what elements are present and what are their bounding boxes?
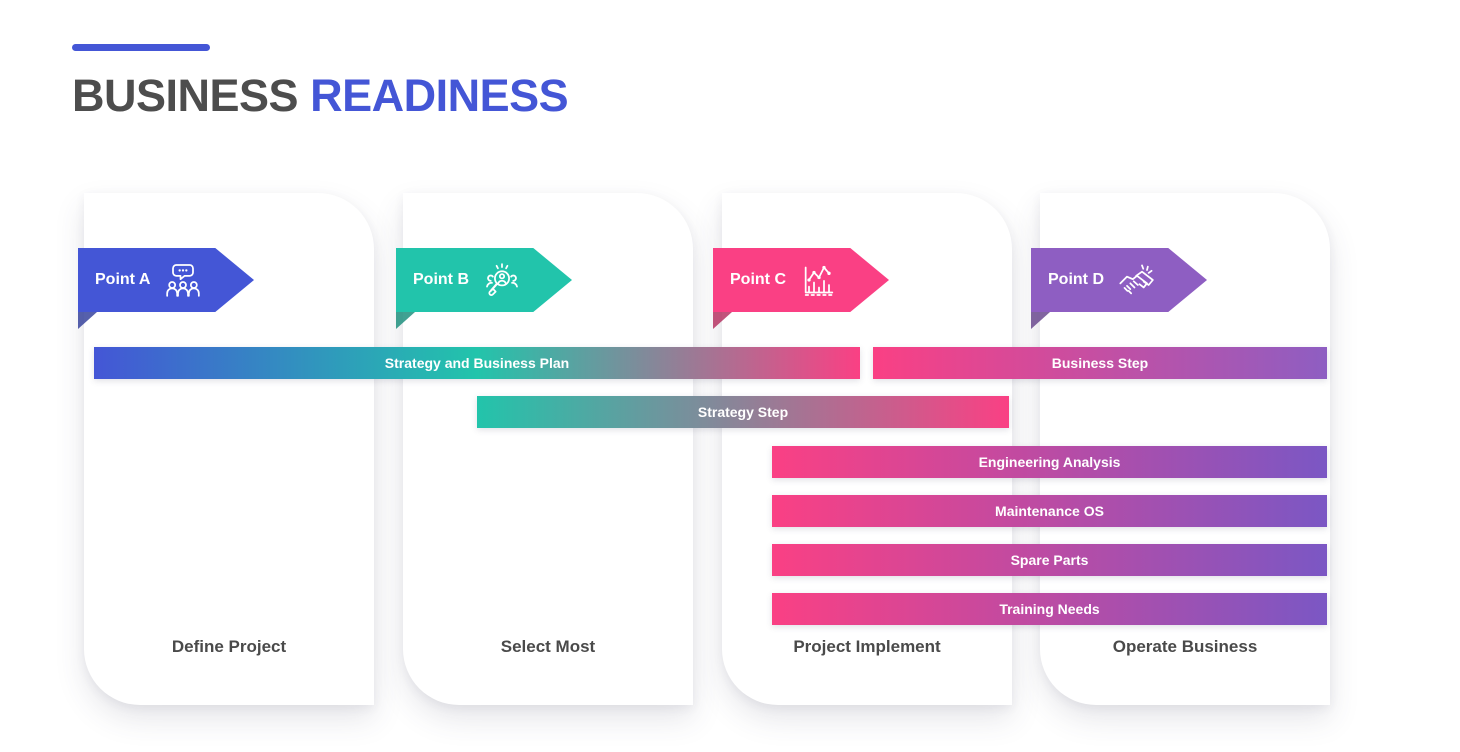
page-header: BUSINESS READINESS — [72, 44, 569, 121]
progress-bar-engineering-analysis[interactable]: Engineering Analysis — [772, 446, 1327, 478]
chevron-tag-body[interactable]: Point C — [713, 248, 889, 312]
search-person-icon — [482, 260, 522, 300]
chevron-tag-point-a[interactable]: Point A — [78, 248, 254, 329]
chevron-tag-label: Point D — [1048, 271, 1104, 288]
bar-label: Training Needs — [999, 601, 1100, 617]
group-discussion-icon — [163, 260, 203, 300]
bar-label: Strategy Step — [697, 404, 789, 420]
card-footer-label: Select Most — [500, 637, 596, 656]
analytics-chart-icon — [799, 260, 839, 300]
card-footer-label: Define Project — [171, 637, 287, 656]
bar-label: Engineering Analysis — [978, 454, 1121, 470]
bar-label: Spare Parts — [1010, 552, 1089, 568]
chevron-tag-label: Point B — [413, 271, 469, 288]
progress-bar-strategy-and-business-plan[interactable]: Strategy and Business Plan — [94, 347, 860, 379]
chevron-tag-point-c[interactable]: Point C — [713, 248, 889, 329]
readiness-board: Define Project Select Most Project Imple… — [0, 160, 1460, 752]
chevron-tag-body[interactable]: Point B — [396, 248, 572, 312]
progress-bar-maintenance-os[interactable]: Maintenance OS — [772, 495, 1327, 527]
progress-bar-strategy-step[interactable]: Strategy Step — [477, 396, 1009, 428]
chevron-tag-label: Point A — [95, 271, 151, 288]
card-footer-label: Operate Business — [1112, 637, 1258, 656]
chevron-tag-point-b[interactable]: Point B — [396, 248, 572, 329]
progress-bar-training-needs[interactable]: Training Needs — [772, 593, 1327, 625]
card-footer-label: Project Implement — [793, 637, 941, 656]
bar-label: Maintenance OS — [995, 503, 1104, 519]
chevron-tag-body[interactable]: Point D — [1031, 248, 1207, 312]
bar-label: Strategy and Business Plan — [384, 355, 570, 371]
page-title-primary: BUSINESS — [72, 70, 299, 121]
title-accent-bar — [72, 44, 210, 51]
bar-label: Business Step — [1051, 355, 1149, 371]
handshake-icon — [1117, 260, 1157, 300]
page-title: BUSINESS READINESS — [72, 70, 569, 121]
chevron-tag-body[interactable]: Point A — [78, 248, 254, 312]
page-title-accent: READINESS — [310, 70, 569, 121]
chevron-tag-point-d[interactable]: Point D — [1031, 248, 1207, 329]
chevron-tag-label: Point C — [730, 271, 786, 288]
progress-bar-business-step[interactable]: Business Step — [873, 347, 1327, 379]
progress-bar-spare-parts[interactable]: Spare Parts — [772, 544, 1327, 576]
